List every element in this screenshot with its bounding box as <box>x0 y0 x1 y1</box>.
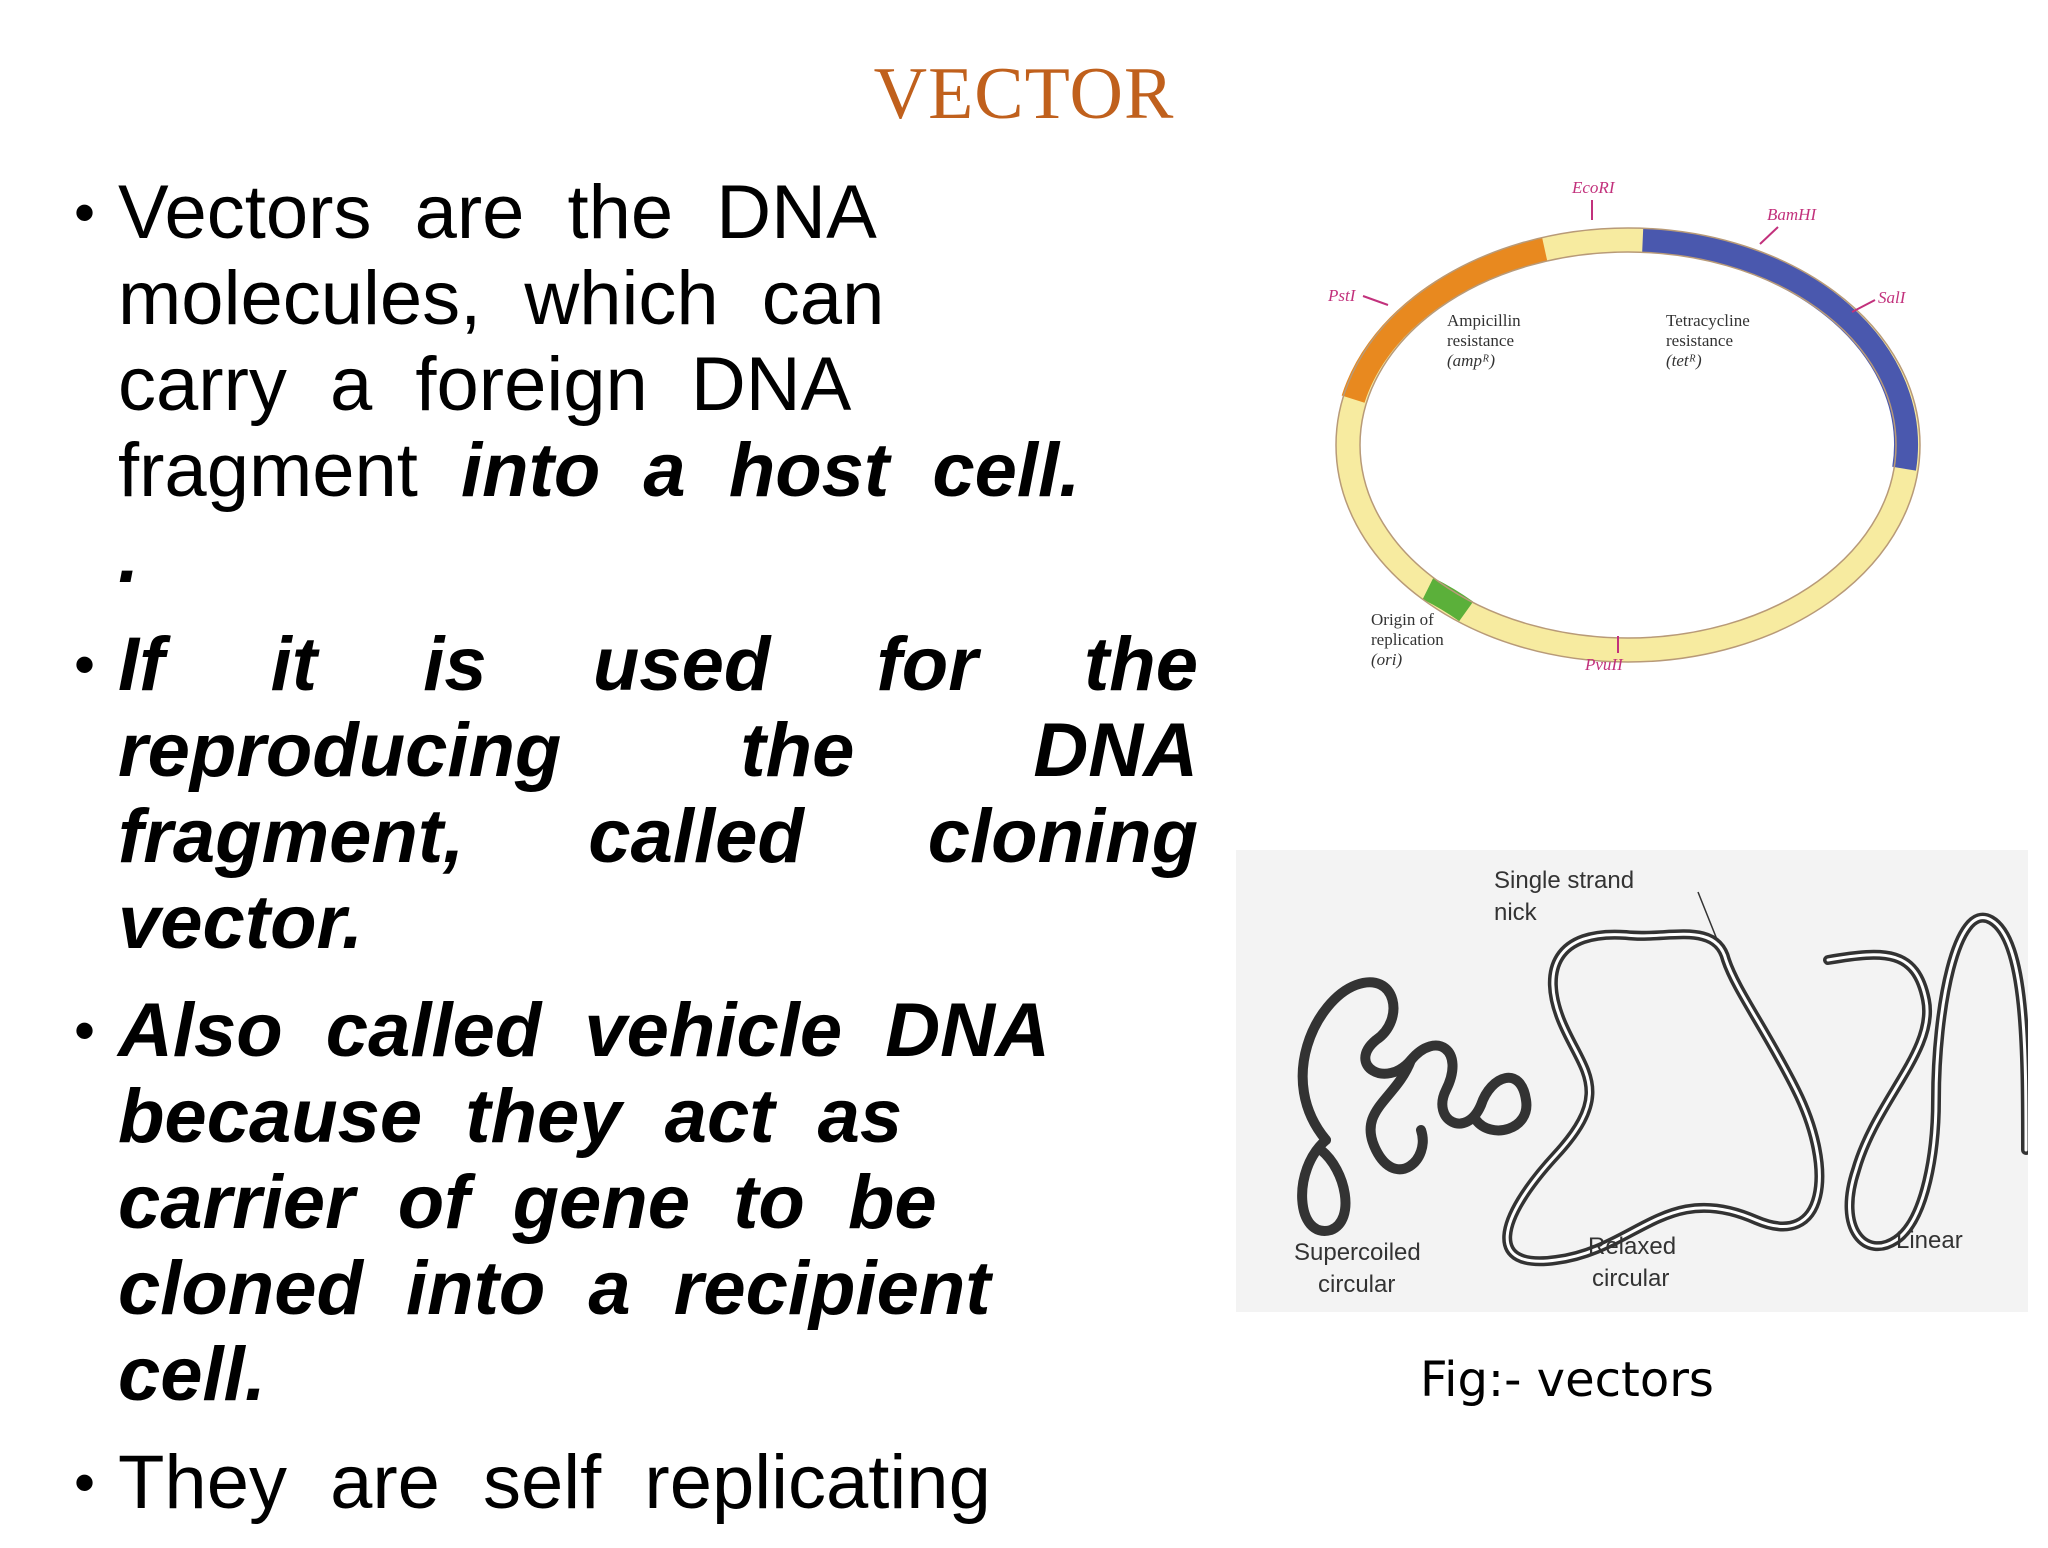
bullet-dot: • <box>74 997 96 1064</box>
bullet-dot: • <box>74 179 96 246</box>
bullet-line: molecules, which can <box>118 256 885 341</box>
slide-title: VECTOR <box>873 53 1175 135</box>
site-bamhi-arrow <box>1759 226 1779 245</box>
bullet-line: carrier of gene to be <box>118 1160 937 1245</box>
plasmid-ring <box>1335 227 1921 663</box>
nick-label-line1: Single strand <box>1494 867 1634 894</box>
site-ecori: EcoRI <box>1571 178 1616 197</box>
site-pvuii: PvuII <box>1584 655 1624 674</box>
bullet-line: They are self replicating <box>118 1440 991 1525</box>
ori-label-line1: Origin of <box>1371 610 1434 629</box>
bullet-vectors-definition: • Vectors are the DNA molecules, which c… <box>74 170 1154 600</box>
relaxed-label-line1: Relaxed <box>1588 1233 1676 1260</box>
bullet-line: carry a foreign DNA <box>118 342 852 427</box>
supercoiled-label-line2: circular <box>1318 1271 1395 1298</box>
site-bamhi: BamHI <box>1767 205 1817 224</box>
linear-highlight <box>1826 916 2028 1248</box>
tet-label-line1: Tetracycline <box>1666 311 1750 330</box>
ori-label-line3: (ori) <box>1371 650 1403 669</box>
ring-outline-inner <box>1359 251 1897 639</box>
amp-label-line1: Ampicillin <box>1447 311 1521 330</box>
bullet-line: reproducing the DNA <box>118 708 1198 793</box>
linear-label: Linear <box>1896 1227 1963 1254</box>
bullet-dot: • <box>74 631 96 698</box>
origin-segment <box>1422 577 1474 622</box>
tet-label-line2: resistance <box>1666 331 1733 350</box>
supercoil-loop2 <box>1365 1055 1428 1175</box>
amp-label-line3: (ampᴿ) <box>1447 351 1495 370</box>
dna-strand-highlights <box>1505 916 2028 1263</box>
site-psti-arrow <box>1362 295 1389 306</box>
tetracycline-segment <box>1642 228 1918 471</box>
tet-label-line3: (tetᴿ) <box>1666 351 1702 370</box>
supercoiled-label-line1: Supercoiled <box>1294 1239 1421 1266</box>
linear-dna <box>1823 912 2031 1251</box>
supercoil-strand <box>1297 977 1532 1145</box>
bullet-line: Vectors are the DNA <box>118 170 877 255</box>
nick-label-line2: nick <box>1494 899 1538 926</box>
plasmid-map: EcoRI BamHI SalI PstI PvuII Ampicillin r… <box>1310 170 1950 690</box>
plasmid-diagram: EcoRI BamHI SalI PstI PvuII Ampicillin r… <box>1327 178 1921 674</box>
supercoil-loop <box>1297 1135 1351 1236</box>
site-sali-arrow <box>1851 299 1876 313</box>
bullet-line: fragment, called cloning <box>118 794 1198 879</box>
bullet-line: because they act as <box>118 1074 903 1159</box>
bullet-line: fragment into a host cell. <box>118 428 1154 514</box>
relaxed-label-line2: circular <box>1592 1265 1669 1292</box>
bullet-text: fragment <box>118 428 462 513</box>
bullet-line: vector. <box>118 880 364 965</box>
bullet-emphasis: into a host cell. <box>461 428 1081 513</box>
plasmid-labels: Ampicillin resistance (ampᴿ) Tetracyclin… <box>1371 311 1750 669</box>
ori-label-line2: replication <box>1371 630 1444 649</box>
bullet-line: cloned into a recipient <box>118 1246 991 1331</box>
dna-forms-figure: Single strand nick Supercoiled circular … <box>1236 850 2031 1312</box>
bullet-self-replicating: • They are self replicating <box>74 1440 1154 1526</box>
dna-form-labels: Single strand nick Supercoiled circular … <box>1294 867 1963 1298</box>
supercoiled-dna <box>1297 977 1532 1236</box>
bullet-list: • Vectors are the DNA molecules, which c… <box>74 170 1198 1548</box>
ring-outline-outer <box>1335 227 1921 663</box>
bullet-line: Also called vehicle DNA <box>118 988 1050 1073</box>
figure-caption: Fig:- vectors <box>1420 1352 1714 1408</box>
site-psti: PstI <box>1327 286 1357 305</box>
bullet-line: . <box>118 514 140 599</box>
nick-pointer <box>1697 891 1719 943</box>
bullet-line: If it is used for the <box>118 622 1198 707</box>
dna-forms-diagram: Single strand nick Supercoiled circular … <box>1294 867 2031 1298</box>
bullet-vehicle-dna: • Also called vehicle DNA because they a… <box>74 988 1154 1418</box>
restriction-sites: EcoRI BamHI SalI PstI PvuII <box>1327 178 1907 674</box>
bullet-line: cell. <box>118 1332 266 1417</box>
bullet-cloning-vector: • If it is used for the reproducing the … <box>74 622 1198 966</box>
relaxed-highlight <box>1505 932 1821 1263</box>
ampicillin-segment <box>1341 237 1548 403</box>
amp-label-line2: resistance <box>1447 331 1514 350</box>
site-sali: SalI <box>1878 288 1907 307</box>
bullet-dot: • <box>74 1449 96 1516</box>
